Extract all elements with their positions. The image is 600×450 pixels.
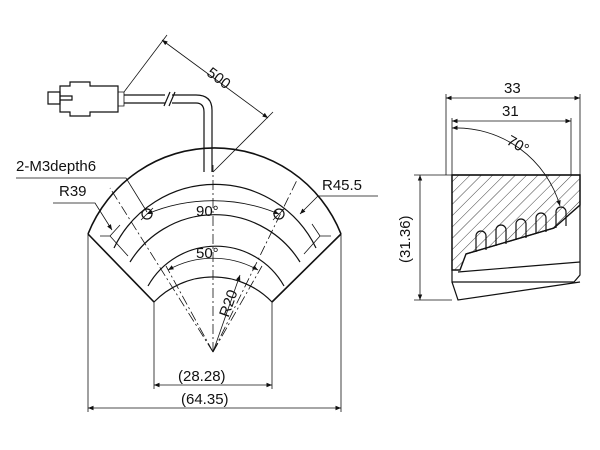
chord-width-label: (28.28) xyxy=(178,368,226,385)
overall-width-label: (64.35) xyxy=(181,391,229,408)
focus-radius-label: R20 xyxy=(216,288,241,320)
connector-plug xyxy=(47,81,125,117)
cable-length-label: 500 xyxy=(203,64,233,93)
side-view: 33 31 70° (31.36) xyxy=(397,80,581,301)
inner-radius-callout: R39 xyxy=(53,183,113,231)
side-overall-width-label: 33 xyxy=(504,80,521,97)
width-dimensions: (28.28) (64.35) xyxy=(87,234,342,412)
led-elements xyxy=(475,206,567,252)
side-width-dimensions: 33 31 xyxy=(445,80,581,175)
fan-body xyxy=(87,147,342,303)
hole-callout: 2-M3depth6 xyxy=(16,158,148,213)
beam-angle-label: 50° xyxy=(196,245,219,262)
focus-radius-dimension: R20 xyxy=(212,274,242,353)
side-body-width-label: 31 xyxy=(502,103,519,120)
cable xyxy=(124,91,213,172)
outer-radius-callout: R45.5 xyxy=(299,177,378,215)
hole-spec-label: 2-M3depth6 xyxy=(16,158,96,175)
inner-radius-label: R39 xyxy=(59,183,87,200)
side-height-label: (31.36) xyxy=(397,215,414,263)
side-height-dimension: (31.36) xyxy=(397,174,452,301)
outer-radius-label: R45.5 xyxy=(322,177,362,194)
span-angle-label: 90° xyxy=(196,203,219,220)
angle-arcs: 90° 50° xyxy=(146,200,280,271)
front-view: 500 xyxy=(16,34,378,412)
